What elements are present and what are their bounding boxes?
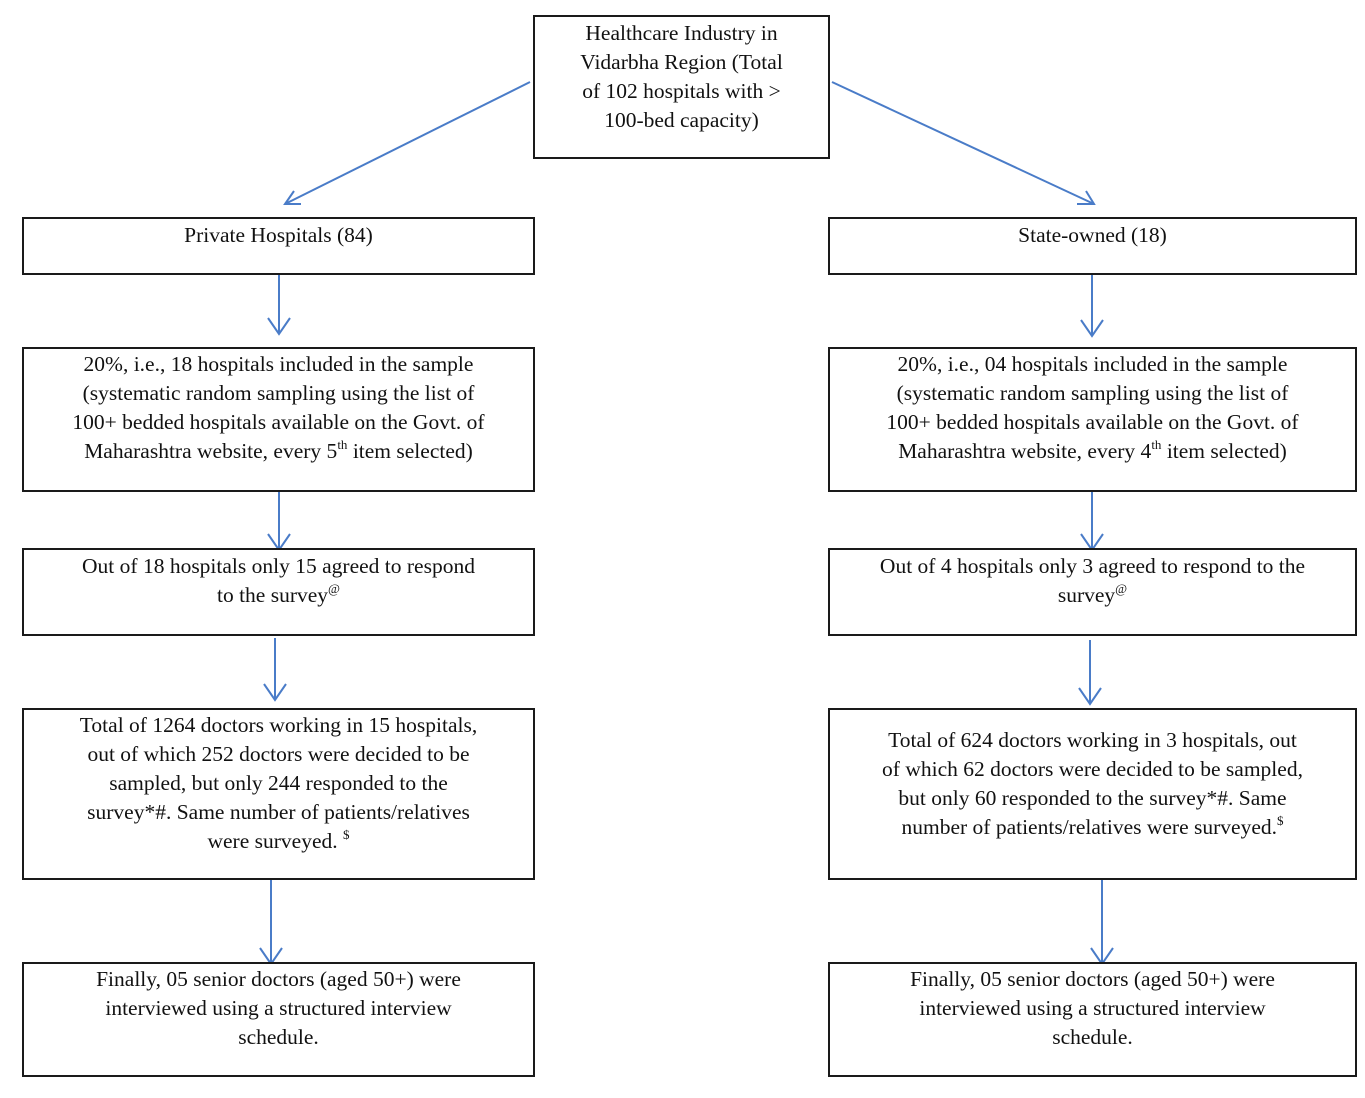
state-owned-node: State-owned (18) bbox=[828, 217, 1357, 275]
root-node: Healthcare Industry in Vidarbha Region (… bbox=[533, 15, 830, 159]
private-sample-node: 20%, i.e., 18 hospitals included in the … bbox=[22, 347, 535, 492]
private-hospitals-node: Private Hospitals (84) bbox=[22, 217, 535, 275]
state-owned-label: State-owned (18) bbox=[1018, 223, 1167, 247]
private-sample-line-4: Maharashtra website, every 5th item sele… bbox=[84, 437, 473, 463]
arrowhead-state-agreed-to-doctors bbox=[1078, 687, 1102, 706]
private-sample-line-3: 100+ bedded hospitals available on the G… bbox=[72, 410, 485, 434]
arrow-root-to-state bbox=[831, 81, 1095, 205]
private-doctors-node: Total of 1264 doctors working in 15 hosp… bbox=[22, 708, 535, 880]
arrowhead-state-to-sample bbox=[1080, 319, 1104, 338]
state-agreed-line-2: survey@ bbox=[1057, 581, 1128, 607]
state-sample-line-3: 100+ bedded hospitals available on the G… bbox=[886, 410, 1299, 434]
state-sample-node: 20%, i.e., 04 hospitals included in the … bbox=[828, 347, 1357, 492]
state-final-node: Finally, 05 senior doctors (aged 50+) we… bbox=[828, 962, 1357, 1077]
private-sample-line-1: 20%, i.e., 18 hospitals included in the … bbox=[83, 352, 474, 376]
root-line-2: Vidarbha Region (Total bbox=[580, 50, 783, 74]
state-agreed-node: Out of 4 hospitals only 3 agreed to resp… bbox=[828, 548, 1357, 636]
arrowhead-private-agreed-to-doctors bbox=[263, 683, 287, 702]
state-doctors-node: Total of 624 doctors working in 3 hospit… bbox=[828, 708, 1357, 880]
arrowhead-root-to-state bbox=[1077, 190, 1096, 205]
private-final-line-2: interviewed using a structured interview bbox=[105, 996, 452, 1020]
state-final-line-3: schedule. bbox=[1052, 1025, 1133, 1049]
state-doctors-line-3: but only 60 responded to the survey*#. S… bbox=[898, 786, 1287, 810]
state-doctors-line-2: of which 62 doctors were decided to be s… bbox=[882, 757, 1303, 781]
state-sample-line-1: 20%, i.e., 04 hospitals included in the … bbox=[897, 352, 1288, 376]
private-sample-line-2: (systematic random sampling using the li… bbox=[82, 381, 475, 405]
root-line-3: of 102 hospitals with > bbox=[582, 79, 781, 103]
private-final-node: Finally, 05 senior doctors (aged 50+) we… bbox=[22, 962, 535, 1077]
private-doctors-line-2: out of which 252 doctors were decided to… bbox=[87, 742, 470, 766]
private-doctors-line-1: Total of 1264 doctors working in 15 hosp… bbox=[79, 713, 478, 737]
private-agreed-node: Out of 18 hospitals only 15 agreed to re… bbox=[22, 548, 535, 636]
state-sample-line-4: Maharashtra website, every 4th item sele… bbox=[898, 437, 1287, 463]
private-doctors-line-5: were surveyed. $ bbox=[207, 827, 350, 853]
private-final-line-3: schedule. bbox=[238, 1025, 319, 1049]
private-doctors-line-3: sampled, but only 244 responded to the bbox=[109, 771, 448, 795]
state-doctors-line-4: number of patients/relatives were survey… bbox=[901, 813, 1284, 839]
arrowhead-root-to-private bbox=[283, 190, 301, 205]
state-final-line-1: Finally, 05 senior doctors (aged 50+) we… bbox=[910, 967, 1275, 991]
state-final-line-2: interviewed using a structured interview bbox=[919, 996, 1266, 1020]
state-doctors-line-1: Total of 624 doctors working in 3 hospit… bbox=[888, 728, 1297, 752]
private-agreed-line-2: to the survey@ bbox=[216, 581, 341, 607]
root-line-4: 100-bed capacity) bbox=[604, 108, 759, 132]
arrow-root-to-private bbox=[284, 81, 531, 205]
state-agreed-line-1: Out of 4 hospitals only 3 agreed to resp… bbox=[879, 554, 1306, 578]
private-final-line-1: Finally, 05 senior doctors (aged 50+) we… bbox=[96, 967, 461, 991]
root-line-1: Healthcare Industry in bbox=[585, 21, 778, 45]
state-sample-line-2: (systematic random sampling using the li… bbox=[896, 381, 1289, 405]
private-hospitals-label: Private Hospitals (84) bbox=[184, 223, 373, 247]
private-agreed-line-1: Out of 18 hospitals only 15 agreed to re… bbox=[82, 554, 475, 578]
private-doctors-line-4: survey*#. Same number of patients/relati… bbox=[87, 800, 470, 824]
arrowhead-private-to-sample bbox=[267, 317, 291, 336]
